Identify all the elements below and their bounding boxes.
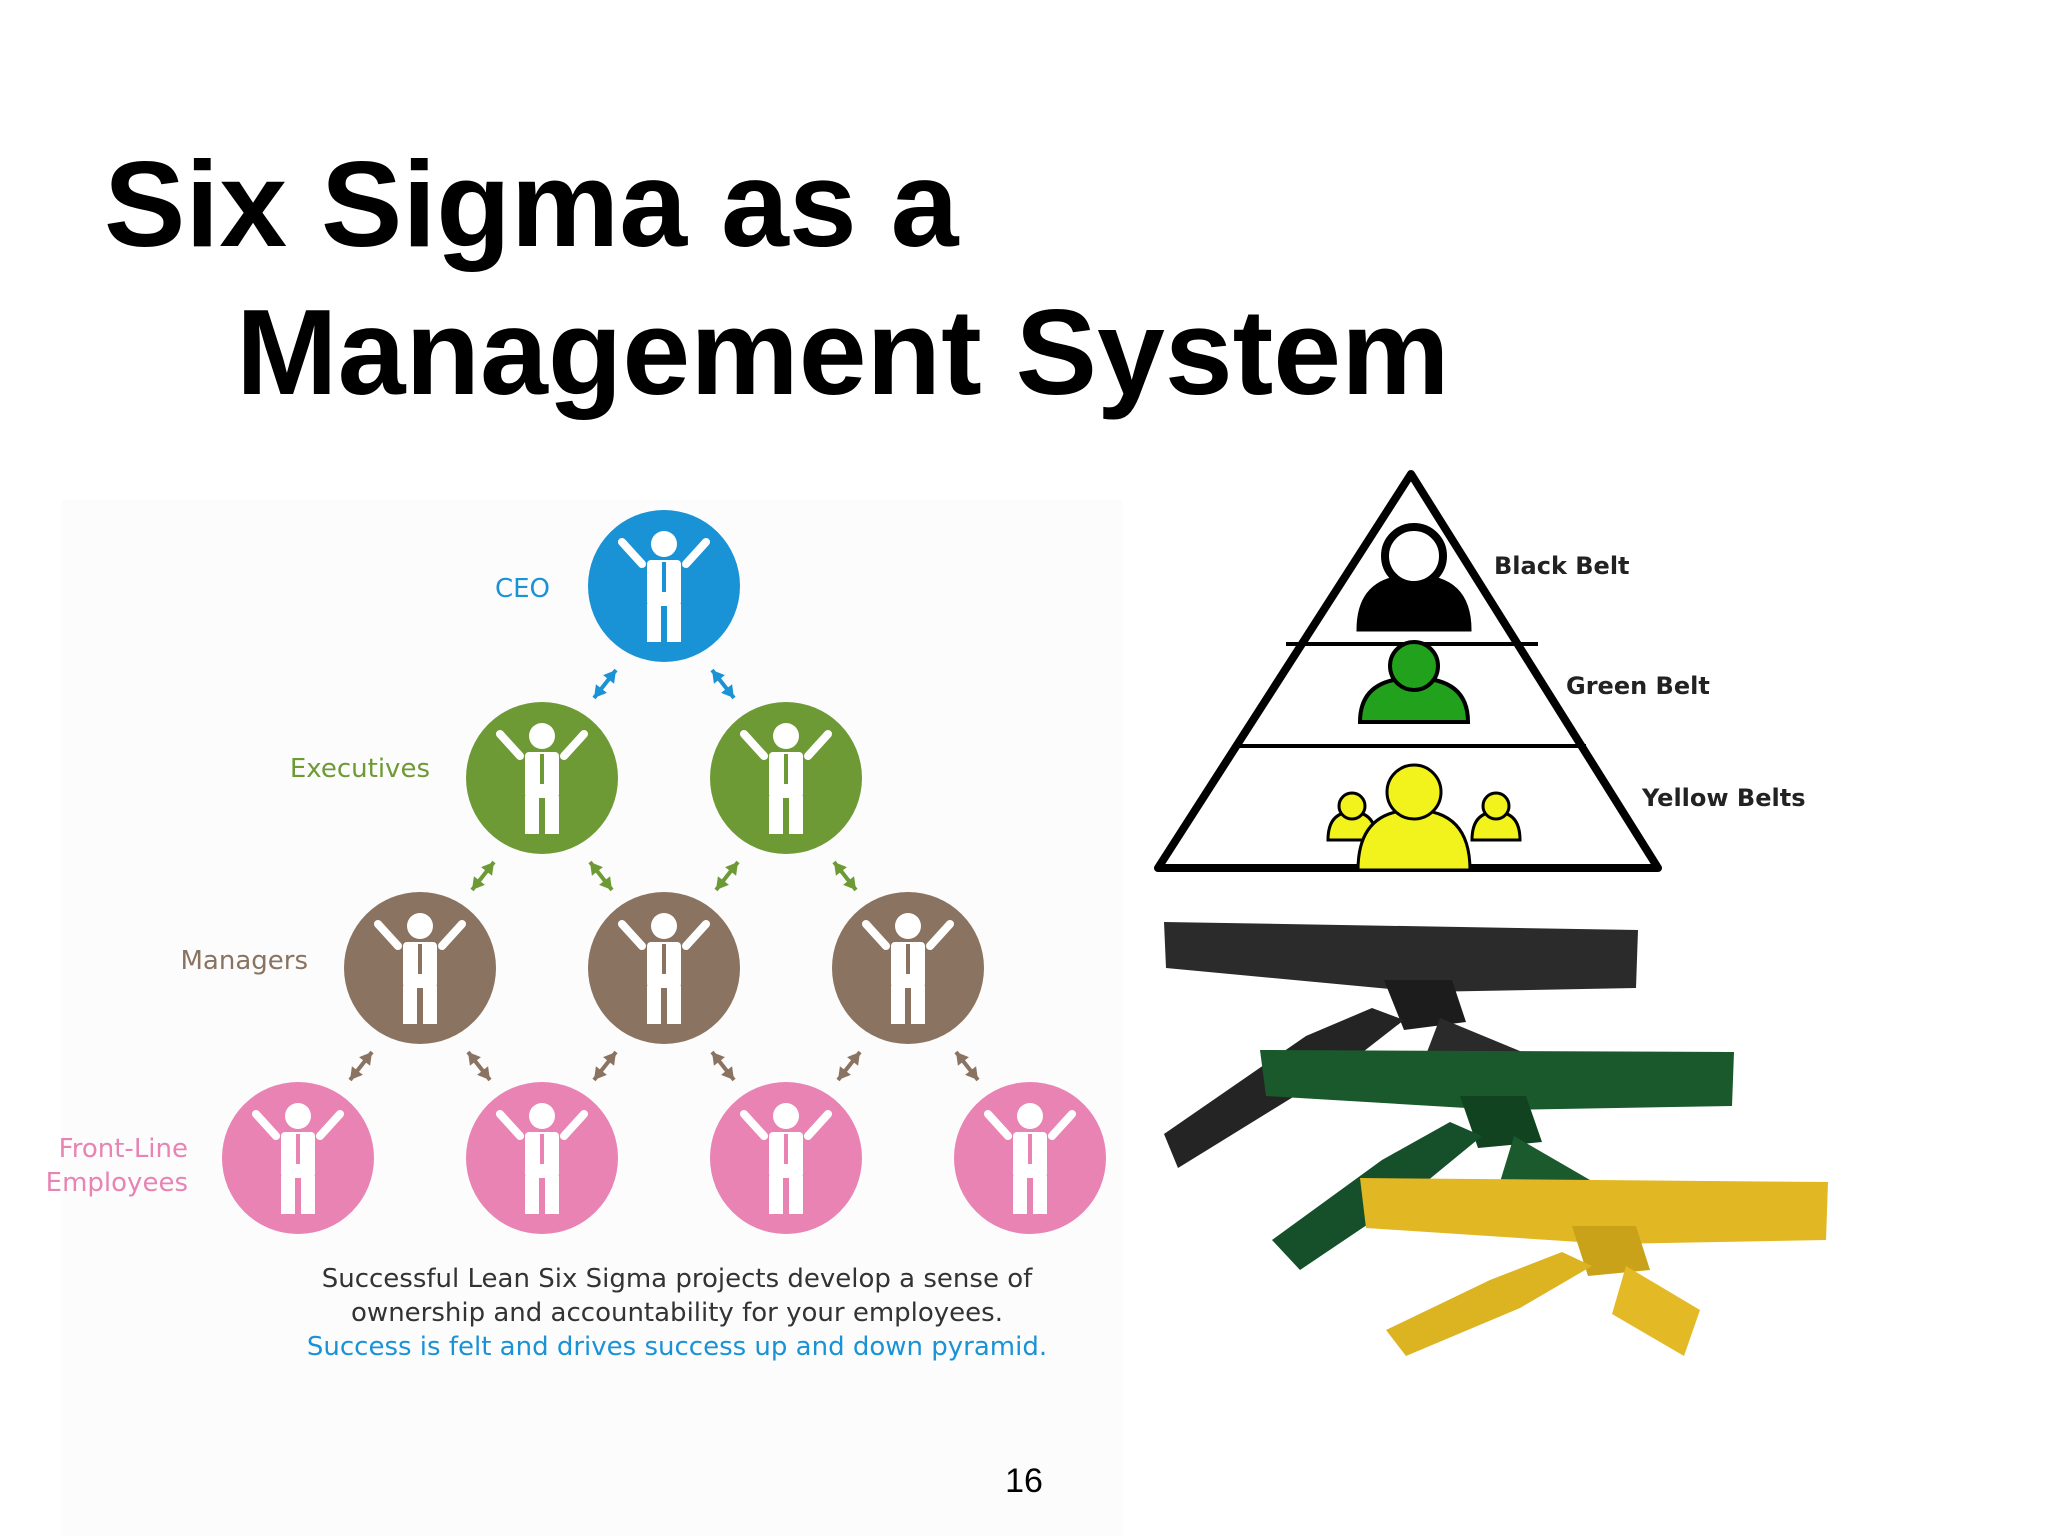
connector-arrow-icon — [592, 668, 618, 700]
slide-title: Six Sigma as a Management System — [104, 130, 1450, 426]
tier-label-front-line: Front-Line Employees — [40, 1132, 188, 1200]
executive-person-icon — [466, 702, 618, 854]
org-pyramid-caption: Successful Lean Six Sigma projects devel… — [262, 1262, 1092, 1364]
page-number: 16 — [1005, 1462, 1043, 1500]
belt-label-black: Black Belt — [1494, 552, 1630, 580]
manager-person-icon — [344, 892, 496, 1044]
front-line-employee-person-icon — [466, 1082, 618, 1234]
tier-label-front-line-1: Front-Line — [58, 1134, 188, 1164]
tier-label-managers: Managers — [180, 946, 308, 976]
connector-arrow-icon — [592, 1050, 618, 1082]
black-belt-image — [1164, 922, 1638, 1168]
green-belt-person-icon — [1357, 640, 1471, 724]
yellow-belts-group-icon — [1326, 763, 1522, 872]
connector-arrow-icon — [466, 1050, 492, 1082]
connector-arrow-icon — [836, 1050, 862, 1082]
manager-person-icon — [588, 892, 740, 1044]
front-line-employee-person-icon — [222, 1082, 374, 1234]
connector-arrow-icon — [710, 668, 736, 700]
executive-person-icon — [710, 702, 862, 854]
connector-arrow-icon — [710, 1050, 736, 1082]
front-line-employee-person-icon — [710, 1082, 862, 1234]
title-line-1: Six Sigma as a — [104, 136, 959, 272]
belt-label-green: Green Belt — [1566, 672, 1710, 700]
connector-arrow-icon — [588, 860, 614, 892]
tier-label-ceo: CEO — [494, 574, 550, 604]
connector-arrow-icon — [832, 860, 858, 892]
connector-arrow-icon — [470, 860, 496, 892]
caption-line-3: Success is felt and drives success up an… — [306, 1332, 1048, 1362]
front-line-employee-person-icon — [954, 1082, 1106, 1234]
belt-label-yellow: Yellow Belts — [1642, 784, 1806, 812]
caption-line-2: ownership and accountability for your em… — [351, 1298, 1003, 1328]
tier-label-front-line-2: Employees — [45, 1168, 188, 1198]
ceo-person-icon — [588, 510, 740, 662]
belt-pyramid-diagram — [1154, 470, 1662, 872]
tier-label-executives: Executives — [289, 754, 430, 784]
connector-arrow-icon — [714, 860, 740, 892]
title-line-2: Management System — [236, 284, 1450, 420]
black-belt-person-icon — [1356, 523, 1472, 632]
connector-arrow-icon — [954, 1050, 980, 1082]
manager-person-icon — [832, 892, 984, 1044]
yellow-belt-image — [1360, 1178, 1828, 1356]
belts-photo — [1164, 922, 1828, 1356]
caption-line-1: Successful Lean Six Sigma projects devel… — [321, 1264, 1033, 1294]
connector-arrow-icon — [348, 1050, 374, 1082]
